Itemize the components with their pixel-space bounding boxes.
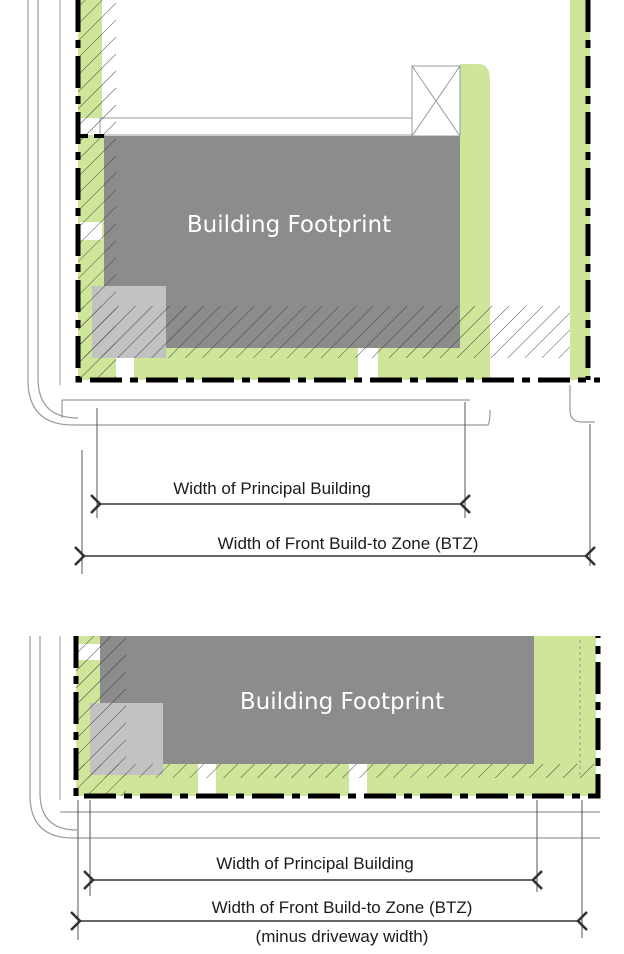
- bottom-btz-width-note: (minus driveway width): [256, 927, 429, 946]
- bottom-curb-inner: [39, 636, 78, 831]
- bottom-btz-width-label: Width of Front Build-to Zone (BTZ): [212, 898, 473, 917]
- top-x-box: [411, 65, 461, 137]
- top-building-label: Building Footprint: [187, 212, 391, 238]
- bottom-diagram: Building Footprint Width of Principal Bu…: [29, 636, 601, 946]
- top-curb-inner: [37, 0, 79, 419]
- top-right-curb: [569, 385, 595, 423]
- bottom-building-label: Building Footprint: [240, 689, 444, 715]
- top-walk-gap-front-1: [116, 358, 134, 382]
- top-hatch-front: [78, 306, 570, 358]
- bottom-building-footprint: [100, 636, 534, 764]
- top-diagram: Building Footprint Width of Principal Bu…: [27, 0, 600, 574]
- top-curb-outer: [27, 0, 491, 426]
- bottom-principal-width-label: Width of Principal Building: [216, 854, 413, 873]
- top-btz-width-label: Width of Front Build-to Zone (BTZ): [218, 534, 479, 553]
- top-landscape-far-right: [570, 0, 590, 380]
- top-btz-line: [75, 0, 600, 383]
- bottom-btz-line: [73, 636, 601, 799]
- top-principal-width-label: Width of Principal Building: [173, 479, 370, 498]
- top-landscape-right-strip: [460, 64, 490, 380]
- bottom-curb-outer: [29, 636, 600, 839]
- bottom-hatch-front: [76, 764, 596, 778]
- top-setback-outline: [99, 117, 413, 136]
